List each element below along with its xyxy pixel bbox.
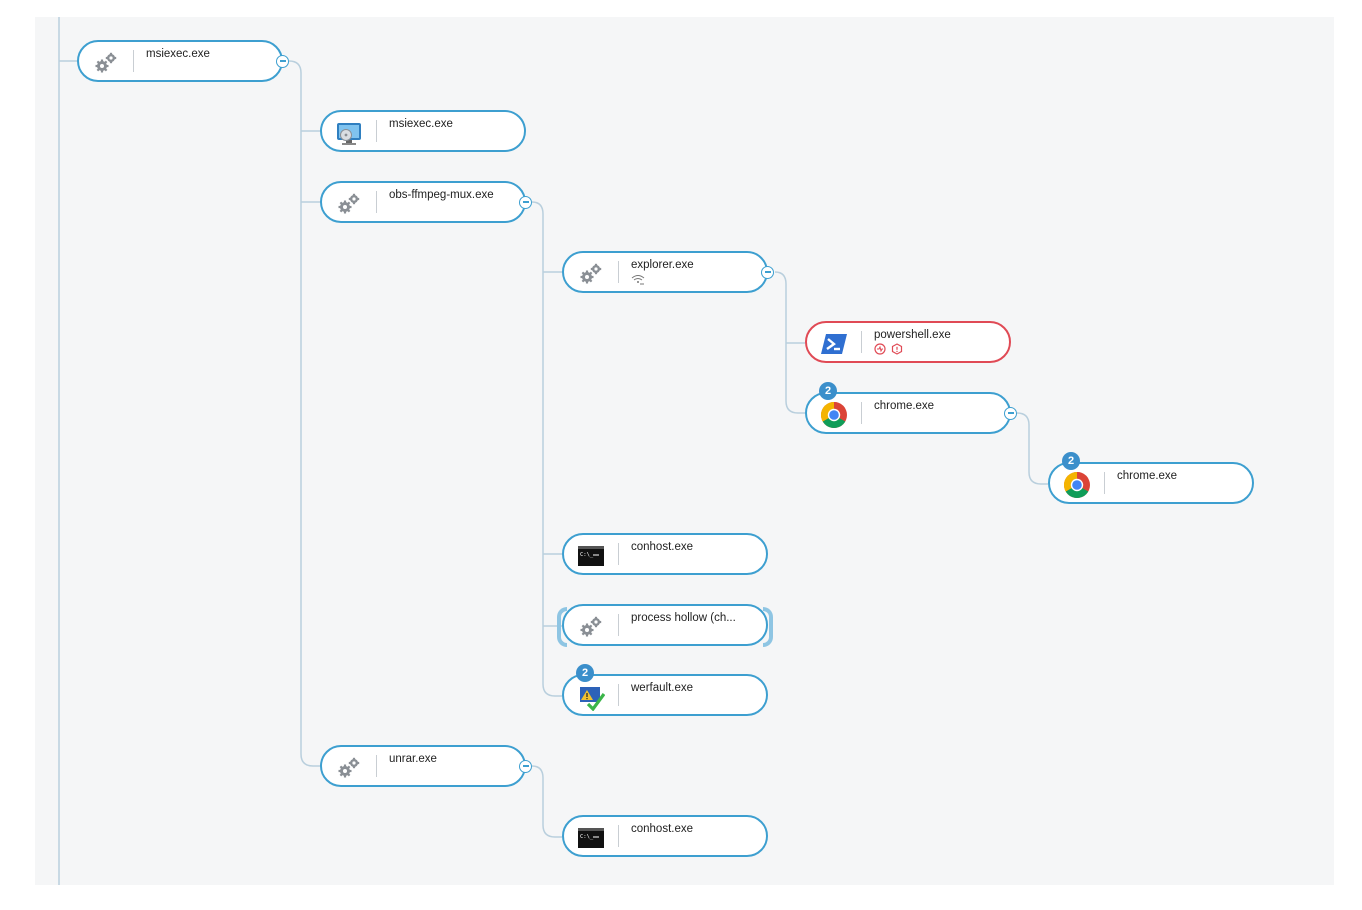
process-node[interactable]: explorer.exe <box>562 251 768 293</box>
network-activity-icon <box>631 272 645 290</box>
process-node[interactable]: msiexec.exe <box>320 110 526 152</box>
node-divider <box>618 825 619 847</box>
count-badge: 2 <box>576 664 594 682</box>
collapse-toggle-icon[interactable] <box>1004 406 1017 420</box>
gears-icon <box>92 49 120 77</box>
chrome-icon <box>1063 471 1091 499</box>
process-node[interactable]: C:\_ conhost.exe <box>562 533 768 575</box>
node-divider <box>861 331 862 353</box>
chrome-icon <box>820 401 848 429</box>
node-divider <box>133 50 134 72</box>
gears-icon <box>577 613 605 641</box>
node-indicators <box>874 342 903 360</box>
node-divider <box>376 120 377 142</box>
process-name: powershell.exe <box>874 329 951 341</box>
process-tree-canvas[interactable] <box>35 17 1334 885</box>
werfault-icon <box>577 683 606 712</box>
count-badge: 2 <box>1062 452 1080 470</box>
collapse-toggle-icon[interactable] <box>761 265 774 279</box>
process-name: conhost.exe <box>631 541 694 553</box>
process-name: conhost.exe <box>631 823 694 835</box>
process-name: chrome.exe <box>1117 470 1178 482</box>
process-node[interactable]: chrome.exe 2 <box>1048 452 1254 504</box>
alert-hexagon-icon <box>891 342 903 360</box>
node-divider <box>618 261 619 283</box>
collapse-toggle-icon[interactable] <box>519 195 532 209</box>
process-node[interactable]: chrome.exe 2 <box>805 382 1011 434</box>
node-divider <box>618 543 619 565</box>
svg-text:C:\_: C:\_ <box>580 552 594 558</box>
gears-icon <box>335 754 363 782</box>
process-name: chrome.exe <box>874 400 935 412</box>
svg-text:C:\_: C:\_ <box>580 834 594 840</box>
process-name: explorer.exe <box>631 259 694 271</box>
node-divider <box>861 402 862 424</box>
process-name: obs-ffmpeg-mux.exe <box>389 189 494 201</box>
process-node[interactable]: C:\_ conhost.exe <box>562 815 768 857</box>
node-divider <box>618 614 619 636</box>
process-node[interactable]: werfault.exe 2 <box>562 664 768 716</box>
process-name: msiexec.exe <box>389 118 453 130</box>
group-bracket-left <box>557 607 567 647</box>
process-name: msiexec.exe <box>146 48 210 60</box>
collapse-toggle-icon[interactable] <box>519 759 532 773</box>
gears-icon <box>335 190 363 218</box>
process-node[interactable]: obs-ffmpeg-mux.exe <box>320 181 526 223</box>
node-divider <box>376 191 377 213</box>
collapse-toggle-icon[interactable] <box>276 54 289 68</box>
process-name: process hollow (ch... <box>631 612 736 624</box>
powershell-icon <box>820 330 848 358</box>
installer-monitor-icon <box>335 119 363 147</box>
group-bracket-right <box>763 607 773 647</box>
process-node[interactable]: process hollow (ch... <box>557 604 773 647</box>
node-divider <box>618 684 619 706</box>
console-icon: C:\_ <box>577 824 605 852</box>
process-node[interactable]: msiexec.exe <box>77 40 283 82</box>
process-node[interactable]: unrar.exe <box>320 745 526 787</box>
alert-circle-icon <box>874 342 886 360</box>
console-icon: C:\_ <box>577 542 605 570</box>
node-divider <box>376 755 377 777</box>
node-divider <box>1104 472 1105 494</box>
gears-icon <box>577 260 605 288</box>
count-badge: 2 <box>819 382 837 400</box>
node-indicators <box>631 275 645 287</box>
process-name: unrar.exe <box>389 753 437 765</box>
process-node[interactable]: powershell.exe <box>805 321 1011 363</box>
process-name: werfault.exe <box>631 682 694 694</box>
